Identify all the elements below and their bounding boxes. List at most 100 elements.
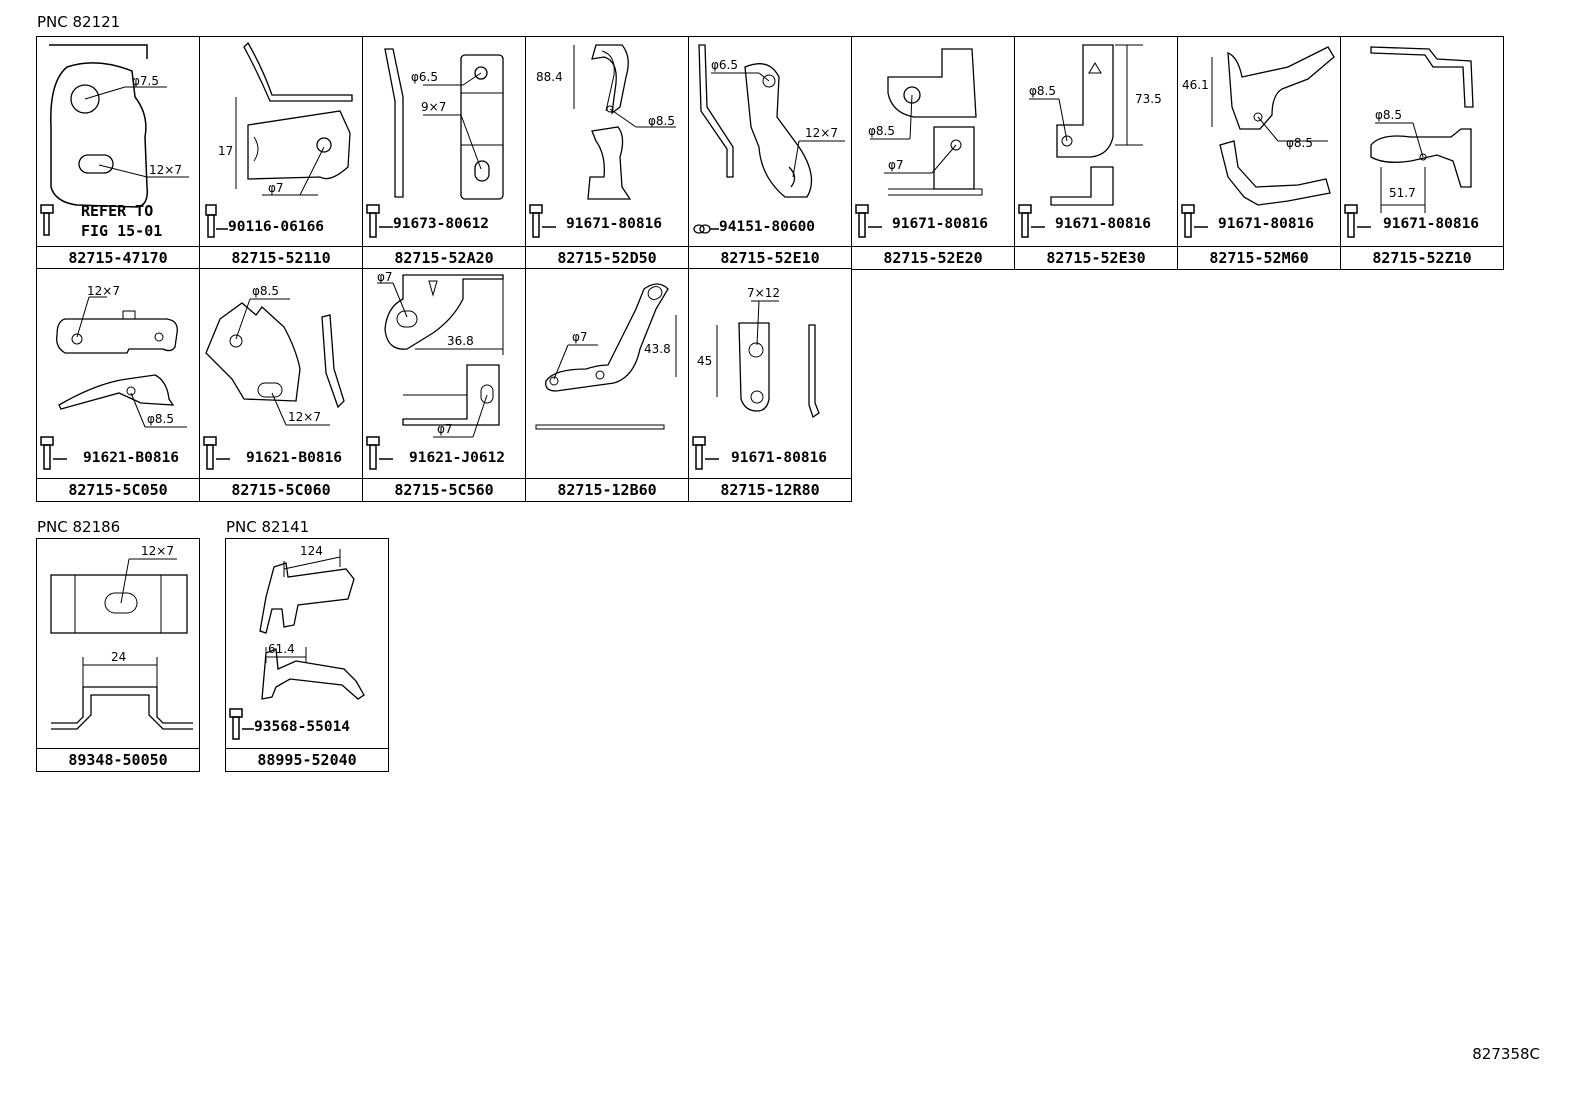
dim-label: 45 — [697, 354, 712, 368]
part-cell-82715-52D50[interactable]: 88.4 φ8.5 91671-80816 82715-52D50 — [525, 36, 689, 270]
part-number: 82715-52110 — [200, 246, 362, 269]
dim-label: 7×12 — [747, 286, 780, 300]
figure-code: 827358C — [1472, 1045, 1540, 1063]
bracket-drawing: φ7.5 12×7 — [40, 44, 189, 236]
part-cell-82715-5C560[interactable]: 36.8 φ7 φ7 91621-J0612 82715-5C560 — [362, 268, 526, 502]
bolt-icon — [229, 708, 243, 740]
part-number: 82715-52D50 — [526, 246, 688, 269]
part-cell-82715-12R80[interactable]: 45 7×12 91671-80816 82715-12R80 — [688, 268, 852, 502]
part-cell-82715-52E10[interactable]: φ6.5 12×7 94151-80600 82715-52E10 — [688, 36, 852, 270]
part-number: 82715-52A20 — [363, 246, 525, 269]
bolt-part-number: 91673-80612 — [393, 216, 490, 232]
bolt-icon — [205, 204, 217, 238]
dim-label: 124 — [300, 544, 323, 558]
dim-label: 24 — [111, 650, 126, 664]
part-number: 82715-52E20 — [852, 246, 1014, 269]
bolt-icon — [529, 204, 543, 238]
bolt-part-number: 90116-06166 — [228, 219, 325, 235]
dim-label: φ7 — [888, 158, 904, 172]
bolt-icon — [40, 204, 54, 236]
dim-label: φ7 — [437, 422, 453, 436]
part-cell-88995-52040[interactable]: 124 61.4 93568-55014 88995-52040 — [225, 538, 389, 772]
washer-icon — [693, 224, 711, 234]
bolt-part-number: 91671-80816 — [731, 450, 828, 466]
bolt-part-number: 91671-80816 — [1218, 216, 1315, 232]
dim-label: 12×7 — [149, 163, 182, 177]
refer-fig-line[interactable]: FIG 15-01 — [81, 222, 163, 240]
part-number: 82715-52M60 — [1178, 246, 1340, 269]
bolt-icon — [855, 204, 869, 238]
part-number: 88995-52040 — [226, 748, 388, 771]
bolt-part-number: 91621-J0612 — [409, 450, 506, 466]
dim-label: φ8.5 — [252, 284, 279, 298]
part-number: 82715-5C050 — [37, 478, 199, 501]
part-cell-82715-52M60[interactable]: 46.1 φ8.5 91671-80816 82715-52M60 — [1177, 36, 1341, 270]
part-cell-82715-52110[interactable]: 17 φ7 90116-06166 82715-52110 — [199, 36, 363, 270]
refer-to-line: REFER TO — [81, 202, 154, 220]
bolt-part-number: 94151-80600 — [719, 219, 816, 235]
part-cell-82715-12B60[interactable]: 43.8 φ7 82715-12B60 — [525, 268, 689, 502]
bracket-drawing: φ6.5 12×7 — [693, 44, 845, 234]
dim-label: φ6.5 — [411, 70, 438, 84]
part-number: 82715-52Z10 — [1341, 246, 1503, 269]
part-cell-82715-52E20[interactable]: φ8.5 φ7 91671-80816 82715-52E20 — [851, 36, 1015, 270]
dim-label: φ8.5 — [648, 114, 675, 128]
part-cell-82715-52Z10[interactable]: 51.7 φ8.5 91671-80816 82715-52Z10 — [1340, 36, 1504, 270]
part-number: 82715-5C060 — [200, 478, 362, 501]
bolt-icon — [366, 204, 380, 238]
bolt-part-number: 91671-80816 — [892, 216, 989, 232]
part-number: 82715-12R80 — [689, 478, 851, 501]
bolt-part-number: 91671-80816 — [1055, 216, 1152, 232]
bolt-part-number: 93568-55014 — [254, 719, 351, 735]
pnc-label-82121: PNC 82121 — [37, 13, 121, 31]
bracket-drawing: φ8.5 12×7 — [203, 284, 345, 470]
bolt-icon — [1018, 204, 1032, 238]
bracket-drawing: 88.4 φ8.5 — [529, 44, 676, 238]
dim-label: 36.8 — [447, 334, 474, 348]
bolt-icon — [40, 436, 54, 470]
bolt-part-number: 91671-80816 — [1383, 216, 1480, 232]
part-number: 82715-12B60 — [526, 478, 688, 501]
bracket-drawing: 12×7 24 — [50, 544, 193, 730]
bracket-drawing: 43.8 φ7 — [535, 283, 677, 430]
bolt-icon — [366, 436, 380, 470]
bracket-drawing: 73.5 φ8.5 — [1018, 44, 1162, 238]
part-cell-82715-5C060[interactable]: φ8.5 12×7 91621-B0816 82715-5C060 — [199, 268, 363, 502]
dim-label: 51.7 — [1389, 186, 1416, 200]
pnc-label-82186: PNC 82186 — [37, 518, 121, 536]
dim-label: φ8.5 — [147, 412, 174, 426]
bolt-icon — [1344, 204, 1358, 238]
bracket-drawing: 12×7 φ8.5 — [40, 284, 187, 470]
dim-label: φ7 — [377, 270, 393, 284]
dim-label: 17 — [218, 144, 233, 158]
dim-label: 12×7 — [805, 126, 838, 140]
bracket-drawing: 51.7 φ8.5 — [1344, 46, 1474, 238]
dim-label: 73.5 — [1135, 92, 1162, 106]
bracket-drawing: 45 7×12 — [692, 286, 820, 470]
dim-label: φ7 — [572, 330, 588, 344]
dim-label: 12×7 — [288, 410, 321, 424]
bracket-drawing: 36.8 φ7 φ7 — [366, 270, 504, 470]
dim-label: 61.4 — [268, 642, 295, 656]
bracket-drawing: 17 φ7 — [205, 41, 353, 238]
bolt-part-number: 91671-80816 — [566, 216, 663, 232]
bolt-icon — [1181, 204, 1195, 238]
part-cell-82715-52E30[interactable]: 73.5 φ8.5 91671-80816 82715-52E30 — [1014, 36, 1178, 270]
dim-label: φ8.5 — [1375, 108, 1402, 122]
part-cell-82715-5C050[interactable]: 12×7 φ8.5 91621-B0816 82715-5C050 — [36, 268, 200, 502]
bolt-icon — [692, 436, 706, 470]
dim-label: φ7.5 — [132, 74, 159, 88]
dim-label: φ8.5 — [868, 124, 895, 138]
part-cell-82715-52A20[interactable]: φ6.5 9×7 91673-80612 82715-52A20 — [362, 36, 526, 270]
dim-label: 9×7 — [421, 100, 446, 114]
part-cell-89348-50050[interactable]: 12×7 24 89348-50050 — [36, 538, 200, 772]
pnc-label-82141: PNC 82141 — [226, 518, 310, 536]
dim-label: φ8.5 — [1286, 136, 1313, 150]
bracket-drawing: 46.1 φ8.5 — [1181, 46, 1335, 238]
bracket-drawing: 124 61.4 — [229, 544, 365, 740]
bracket-drawing: φ6.5 9×7 — [366, 48, 504, 238]
part-cell-82715-47170[interactable]: φ7.5 12×7 REFER TO FIG 15-01 82715-47170 — [36, 36, 200, 270]
dim-label: 43.8 — [644, 342, 671, 356]
part-number: 82715-52E10 — [689, 246, 851, 269]
dim-label: 12×7 — [141, 544, 174, 558]
